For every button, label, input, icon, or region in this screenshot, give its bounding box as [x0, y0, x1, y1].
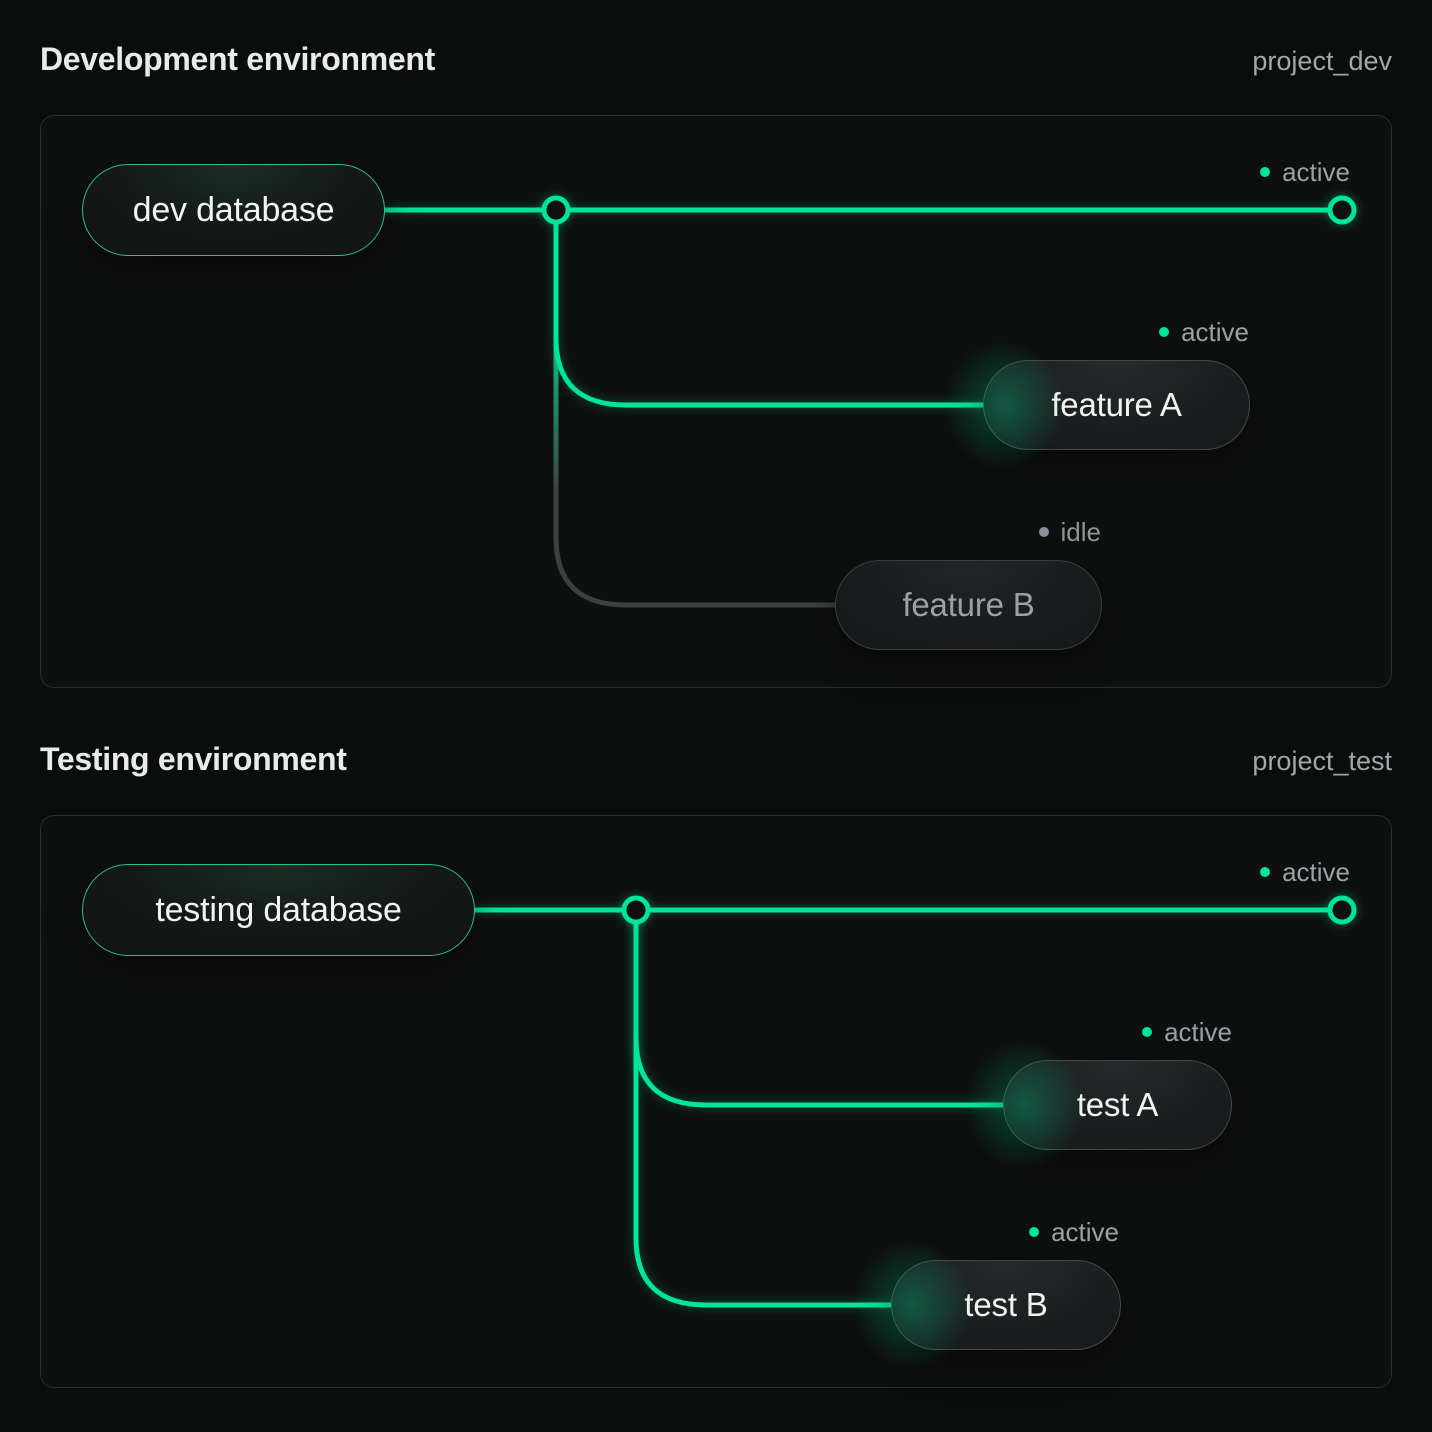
status-dot-icon	[1029, 1227, 1040, 1237]
node-feature-b[interactable]: feature B	[835, 560, 1102, 650]
status-dot-icon	[1260, 167, 1271, 177]
main-branch-endpoint-icon	[1327, 195, 1357, 225]
status-main-branch: active	[1260, 156, 1350, 188]
diagram-panel-development: dev database feature A feature B active …	[40, 115, 1392, 688]
main-branch-endpoint-icon	[1327, 895, 1357, 925]
status-text: active	[1181, 317, 1249, 347]
status-main-branch: active	[1260, 856, 1350, 888]
node-label: test B	[964, 1286, 1048, 1323]
status-feature-b: idle	[1038, 516, 1101, 548]
status-dot-icon	[1260, 867, 1271, 877]
status-test-b: active	[1029, 1216, 1119, 1248]
branch-junction-icon	[541, 195, 571, 225]
node-test-a[interactable]: test A	[1003, 1060, 1232, 1150]
project-label: project_dev	[1252, 46, 1392, 76]
status-text: active	[1051, 1217, 1119, 1247]
status-text: active	[1282, 157, 1350, 187]
env-header-development: Development environment project_dev	[40, 38, 1392, 82]
node-label: testing database	[155, 890, 402, 929]
status-test-a: active	[1142, 1016, 1232, 1048]
node-label: test A	[1076, 1086, 1159, 1123]
status-text: active	[1164, 1017, 1232, 1047]
node-test-b[interactable]: test B	[891, 1260, 1121, 1350]
status-text: active	[1282, 857, 1350, 887]
project-label: project_test	[1252, 746, 1392, 776]
status-dot-icon	[1159, 327, 1170, 337]
node-feature-a[interactable]: feature A	[983, 360, 1250, 450]
branch-junction-icon	[621, 895, 651, 925]
branch-curve-test-a	[633, 907, 1006, 1108]
node-dev-database[interactable]: dev database	[82, 164, 385, 256]
env-title: Testing environment	[40, 741, 347, 777]
branch-curve-feature-b	[553, 207, 838, 608]
branch-curve-test-b	[633, 907, 894, 1308]
status-text: idle	[1060, 517, 1101, 547]
status-feature-a: active	[1159, 316, 1249, 348]
status-dot-icon	[1142, 1027, 1153, 1037]
node-testing-database[interactable]: testing database	[82, 864, 475, 956]
env-title: Development environment	[40, 41, 435, 77]
branch-curve-feature-a	[553, 207, 986, 408]
env-header-testing: Testing environment project_test	[40, 738, 1392, 782]
node-label: feature A	[1051, 386, 1182, 423]
node-label: feature B	[902, 586, 1035, 623]
status-dot-icon	[1038, 527, 1049, 537]
diagram-panel-testing: testing database test A test B active ac…	[40, 815, 1392, 1388]
node-label: dev database	[132, 190, 335, 229]
